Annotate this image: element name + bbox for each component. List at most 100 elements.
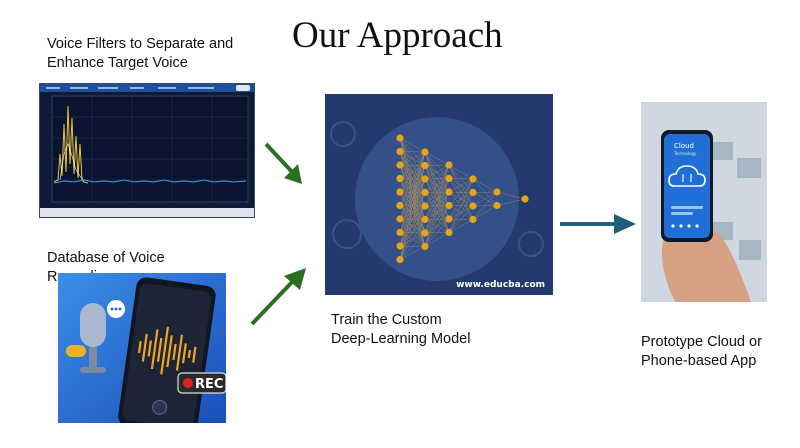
nn-node <box>421 148 429 156</box>
nn-edge <box>399 151 426 247</box>
educba-watermark: www.educba.com <box>456 280 545 290</box>
nn-node <box>421 215 429 224</box>
nn-edge <box>472 178 498 193</box>
nn-edge <box>424 191 450 247</box>
model-caption-line2: Deep-Learning Model <box>331 331 471 347</box>
nn-node <box>445 188 453 196</box>
nn-node <box>445 228 453 237</box>
nn-edge <box>472 191 498 220</box>
app-caption-line2: Phone-based App <box>641 353 757 369</box>
nn-node <box>396 188 404 196</box>
nn-node <box>396 147 404 156</box>
nn-edge <box>424 205 450 247</box>
nn-node <box>421 188 429 197</box>
nn-edge <box>399 151 426 220</box>
nn-edge <box>448 178 474 220</box>
nn-edge <box>399 151 426 193</box>
nn-edge <box>399 151 426 206</box>
nn-node <box>421 161 429 170</box>
nn-edge <box>448 178 474 193</box>
nn-edge <box>472 191 498 193</box>
nn-edge <box>424 164 450 166</box>
spectrum-analyzer-image <box>39 83 255 218</box>
nn-node <box>421 175 429 183</box>
nn-edge <box>399 151 426 153</box>
nn-edge <box>448 164 474 180</box>
phone-screen-subtitle: Technology <box>673 151 697 156</box>
nn-node <box>396 255 404 264</box>
database-caption-line1: Database of Voice <box>47 250 165 266</box>
nn-edge <box>399 219 426 260</box>
nn-edge <box>399 151 426 166</box>
nn-edge <box>399 178 426 260</box>
nn-edge <box>399 151 426 179</box>
microphone-icon <box>80 303 106 373</box>
nn-edge <box>448 192 474 233</box>
nn-edge <box>399 246 426 260</box>
nn-edge <box>424 164 450 234</box>
nn-node <box>469 188 477 197</box>
nn-edge <box>424 164 450 220</box>
nn-edge <box>424 164 450 207</box>
nn-edge <box>424 218 450 247</box>
nn-node <box>396 134 404 142</box>
nn-edge <box>424 232 450 247</box>
nn-node <box>421 202 429 210</box>
model-caption: Train the Custom Deep-Learning Model <box>331 311 470 349</box>
nn-node <box>445 161 453 169</box>
nn-edge <box>399 151 426 260</box>
app-caption-line1: Prototype Cloud or <box>641 334 762 350</box>
nn-edge <box>448 178 474 206</box>
arrow-filters-to-model <box>264 142 302 184</box>
nn-node <box>396 174 404 183</box>
nn-edge <box>424 164 450 193</box>
nn-edge <box>399 151 426 233</box>
nn-edge <box>448 205 474 233</box>
model-caption-line1: Train the Custom <box>331 312 442 328</box>
nn-edge <box>448 178 474 180</box>
nn-edge <box>496 191 526 200</box>
nn-edge <box>472 191 498 207</box>
nn-edge <box>399 165 426 260</box>
nn-node <box>445 215 453 223</box>
nn-node <box>521 195 529 203</box>
nn-edge <box>424 164 450 180</box>
filters-caption-line1: Voice Filters to Separate and <box>47 36 234 52</box>
rec-badge: REC <box>195 377 223 392</box>
nn-edge <box>448 219 474 233</box>
page-title: Our Approach <box>292 15 503 56</box>
nn-edge <box>399 232 426 260</box>
nn-node <box>396 228 404 237</box>
nn-node <box>493 188 501 196</box>
nn-node <box>421 229 429 237</box>
filters-caption: Voice Filters to Separate and Enhance Ta… <box>47 35 233 73</box>
filters-caption-line2: Enhance Target Voice <box>47 55 188 71</box>
nn-node <box>445 201 453 210</box>
nn-edge <box>399 205 426 260</box>
nn-edge <box>472 205 498 220</box>
nn-edge <box>399 137 426 153</box>
nn-edge <box>496 198 526 206</box>
nn-node <box>396 242 404 250</box>
phone-app-image: Cloud Technology <box>641 102 767 302</box>
nn-node <box>421 242 429 251</box>
neural-network-image: www.educba.com <box>325 94 553 295</box>
nn-node <box>445 174 453 183</box>
nn-edge <box>424 164 450 247</box>
arrow-database-to-model <box>250 268 306 326</box>
nn-node <box>493 201 501 210</box>
nn-node <box>469 175 477 183</box>
cloud-sync-icon <box>668 165 706 187</box>
nn-edge <box>424 151 450 166</box>
nn-edge <box>399 192 426 260</box>
voice-recording-image: REC <box>58 273 226 423</box>
nn-node <box>469 215 477 224</box>
app-caption: Prototype Cloud or Phone-based App <box>641 333 762 371</box>
nn-node <box>396 215 404 223</box>
arrow-model-to-app <box>560 214 636 234</box>
nn-edge <box>424 178 450 247</box>
nn-node <box>469 202 477 210</box>
phone-screen-title: Cloud <box>674 142 694 150</box>
nn-node <box>396 161 404 169</box>
nn-node <box>396 201 404 210</box>
